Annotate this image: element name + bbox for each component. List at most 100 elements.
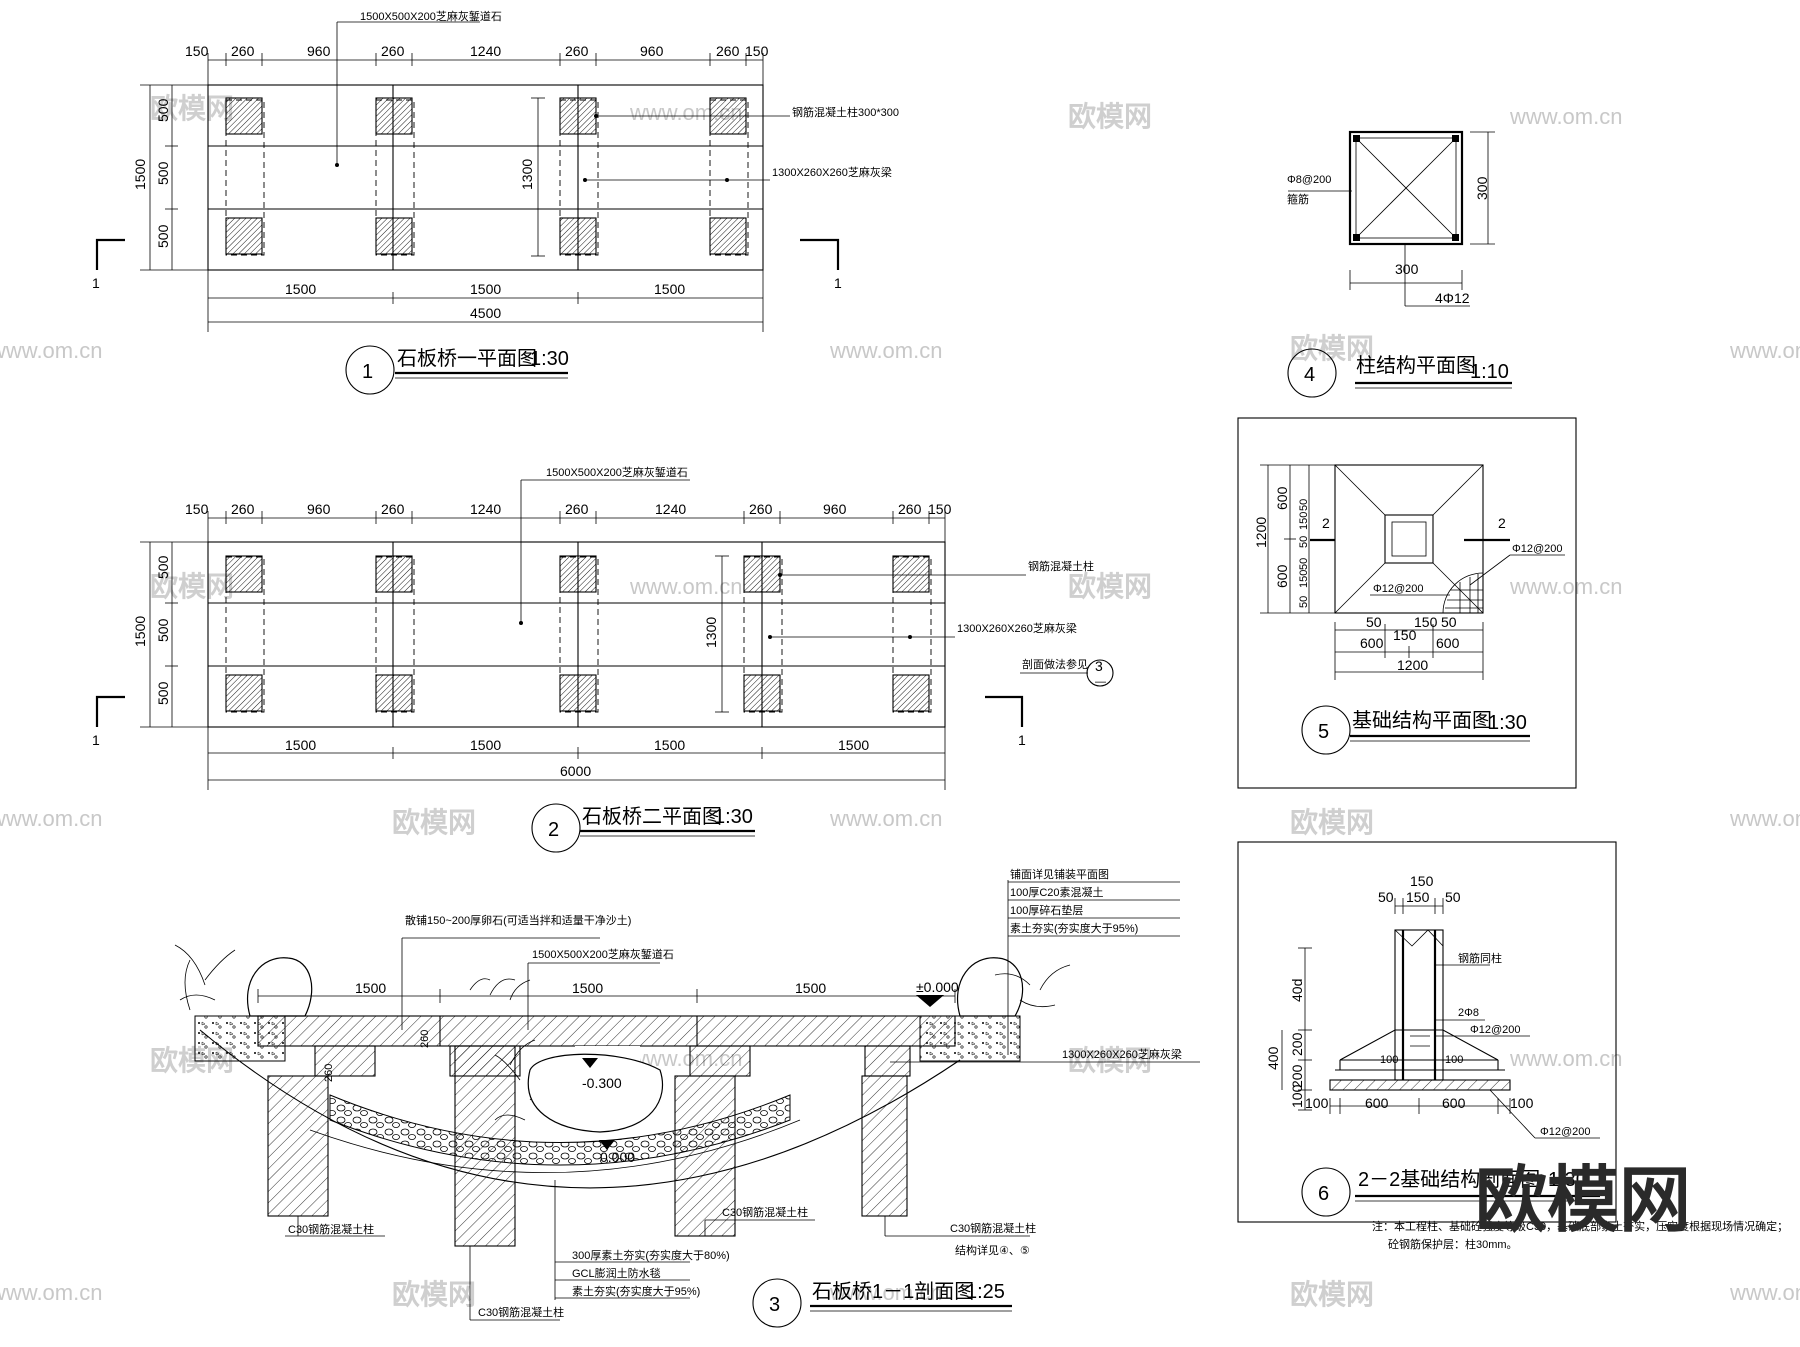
svg-text:150: 150 — [185, 501, 209, 517]
svg-text:1: 1 — [1018, 732, 1026, 748]
svg-text:500: 500 — [155, 618, 171, 642]
watermark-url: www.om.cn — [1729, 806, 1800, 831]
svg-text:150: 150 — [745, 43, 769, 59]
svg-text:1500: 1500 — [132, 616, 148, 647]
column — [674, 1075, 736, 1237]
svg-text:600: 600 — [1360, 635, 1384, 651]
svg-text:100: 100 — [1305, 1095, 1329, 1111]
svg-text:260: 260 — [323, 1064, 335, 1082]
bridge-deck-outline — [207, 541, 946, 728]
svg-text:散铺150~200厚卵石(可适当拌和适量干净沙土): 散铺150~200厚卵石(可适当拌和适量干净沙土) — [405, 913, 631, 927]
svg-text:260: 260 — [381, 43, 405, 59]
svg-text:1: 1 — [92, 275, 100, 291]
drawing-title: 石板桥二平面图 — [582, 805, 722, 828]
drawing-number-circle — [1301, 705, 1351, 755]
watermark-url: www.om.cn — [1509, 104, 1622, 129]
svg-text:1300X260X260芝麻灰梁: 1300X260X260芝麻灰梁 — [772, 165, 892, 179]
svg-text:0.000: 0.000 — [600, 1149, 635, 1165]
drawing-number-circle — [1301, 1167, 1351, 1217]
svg-text:260: 260 — [565, 501, 589, 517]
svg-text:C30钢筋混凝土柱: C30钢筋混凝土柱 — [478, 1305, 564, 1319]
svg-text:1500: 1500 — [838, 737, 869, 753]
svg-text:300: 300 — [1474, 176, 1490, 200]
svg-text:1300: 1300 — [519, 159, 535, 190]
brand-watermark-logo: 欧模网 — [1475, 1161, 1691, 1241]
watermark-url: www.om.cn — [0, 1280, 102, 1305]
column — [267, 1075, 329, 1217]
svg-text:2: 2 — [1498, 515, 1506, 531]
frame — [1237, 417, 1577, 789]
watermark-url: www.om.cn — [1509, 574, 1622, 599]
watermark-logo: 欧模网 — [392, 807, 476, 838]
svg-text:1240: 1240 — [655, 501, 686, 517]
svg-text:6000: 6000 — [560, 763, 591, 779]
column — [861, 1075, 908, 1217]
svg-text:Φ12@200: Φ12@200 — [1540, 1126, 1591, 1138]
svg-text:150: 150 — [1410, 873, 1434, 889]
svg-text:Φ8@200: Φ8@200 — [1287, 174, 1331, 186]
svg-text:260: 260 — [231, 43, 255, 59]
drawing-title: 石板桥1－1剖面图 — [812, 1280, 974, 1303]
plan-2-stone-bridge-two: 150 260 960 260 1240 260 1240 260 960 26… — [92, 465, 1114, 853]
svg-text:150: 150 — [185, 43, 209, 59]
svg-text:1500: 1500 — [654, 281, 685, 297]
svg-text:1500: 1500 — [795, 980, 826, 996]
svg-text:1:30: 1:30 — [1548, 1169, 1587, 1191]
svg-text:1:30: 1:30 — [530, 348, 569, 370]
svg-text:铺面详见铺装平面图: 铺面详见铺装平面图 — [1010, 867, 1109, 881]
svg-text:260: 260 — [381, 501, 405, 517]
svg-text:50: 50 — [1298, 499, 1310, 511]
svg-text:—: — — [1095, 676, 1106, 688]
plan-1-stone-bridge-one: 150 260 960 260 1240 260 960 260 150 500… — [92, 9, 899, 395]
svg-text:260: 260 — [565, 43, 589, 59]
plan-6-foundation-section-2-2: 50 150 50 150 钢筋同柱 2Φ8 Φ12@200 100 100 4… — [1237, 841, 1788, 1251]
svg-text:400: 400 — [1265, 1046, 1281, 1070]
watermark-logo: 欧模网 — [1290, 807, 1374, 838]
svg-text:260: 260 — [749, 501, 773, 517]
watermark-url: www.om.cn — [1729, 1280, 1800, 1305]
svg-text:960: 960 — [640, 43, 664, 59]
svg-text:50: 50 — [1298, 558, 1310, 570]
svg-text:4: 4 — [1304, 364, 1315, 386]
svg-text:6: 6 — [1318, 1183, 1329, 1205]
drawing-title: 基础结构平面图 — [1352, 709, 1492, 732]
svg-text:Φ12@200: Φ12@200 — [1512, 543, 1563, 555]
svg-text:3: 3 — [1095, 658, 1103, 674]
svg-text:50: 50 — [1441, 614, 1457, 630]
svg-text:500: 500 — [155, 224, 171, 248]
svg-text:1500: 1500 — [470, 281, 501, 297]
svg-text:C30钢筋混凝土柱: C30钢筋混凝土柱 — [722, 1205, 808, 1219]
svg-text:50: 50 — [1366, 614, 1382, 630]
svg-text:1500: 1500 — [132, 159, 148, 190]
watermark-logo: 欧模网 — [1068, 101, 1152, 132]
svg-text:100: 100 — [1510, 1095, 1534, 1111]
drawing-number-circle — [1287, 348, 1337, 398]
svg-text:-0.300: -0.300 — [582, 1075, 622, 1091]
watermark-url: www.om.cn — [1729, 338, 1800, 363]
svg-text:260: 260 — [419, 1030, 431, 1048]
svg-text:300厚素土夯实(夯实度大于80%): 300厚素土夯实(夯实度大于80%) — [572, 1248, 730, 1262]
svg-text:600: 600 — [1274, 486, 1290, 510]
svg-text:500: 500 — [155, 555, 171, 579]
svg-text:40d: 40d — [1289, 979, 1305, 1002]
svg-text:260: 260 — [898, 501, 922, 517]
plan-4-column-structure: Φ8@200 箍筋 300 300 4Φ12 4 柱结构平面图 1:10 — [1287, 130, 1512, 398]
svg-text:钢筋混凝土柱300*300: 钢筋混凝土柱300*300 — [792, 105, 899, 119]
svg-text:100: 100 — [1380, 1054, 1398, 1066]
watermark-url: www.om.cn — [829, 338, 942, 363]
svg-text:600: 600 — [1442, 1095, 1466, 1111]
svg-text:150: 150 — [1393, 627, 1417, 643]
drawing-number-circle — [752, 1278, 802, 1328]
drawing-number-circle — [345, 345, 395, 395]
svg-text:C30钢筋混凝土柱: C30钢筋混凝土柱 — [950, 1221, 1036, 1235]
svg-text:Φ12@200: Φ12@200 — [1373, 583, 1424, 595]
svg-text:3: 3 — [769, 1294, 780, 1316]
svg-text:结构详见④、⑤: 结构详见④、⑤ — [955, 1243, 1030, 1257]
svg-text:1500X500X200芝麻灰錾道石: 1500X500X200芝麻灰錾道石 — [546, 465, 688, 479]
drawing-title: 石板桥一平面图 — [397, 347, 537, 370]
svg-text:1:30: 1:30 — [1488, 712, 1527, 734]
svg-text:600: 600 — [1274, 564, 1290, 588]
svg-text:200: 200 — [1289, 1064, 1305, 1088]
svg-text:500: 500 — [155, 681, 171, 705]
svg-text:500: 500 — [155, 161, 171, 185]
